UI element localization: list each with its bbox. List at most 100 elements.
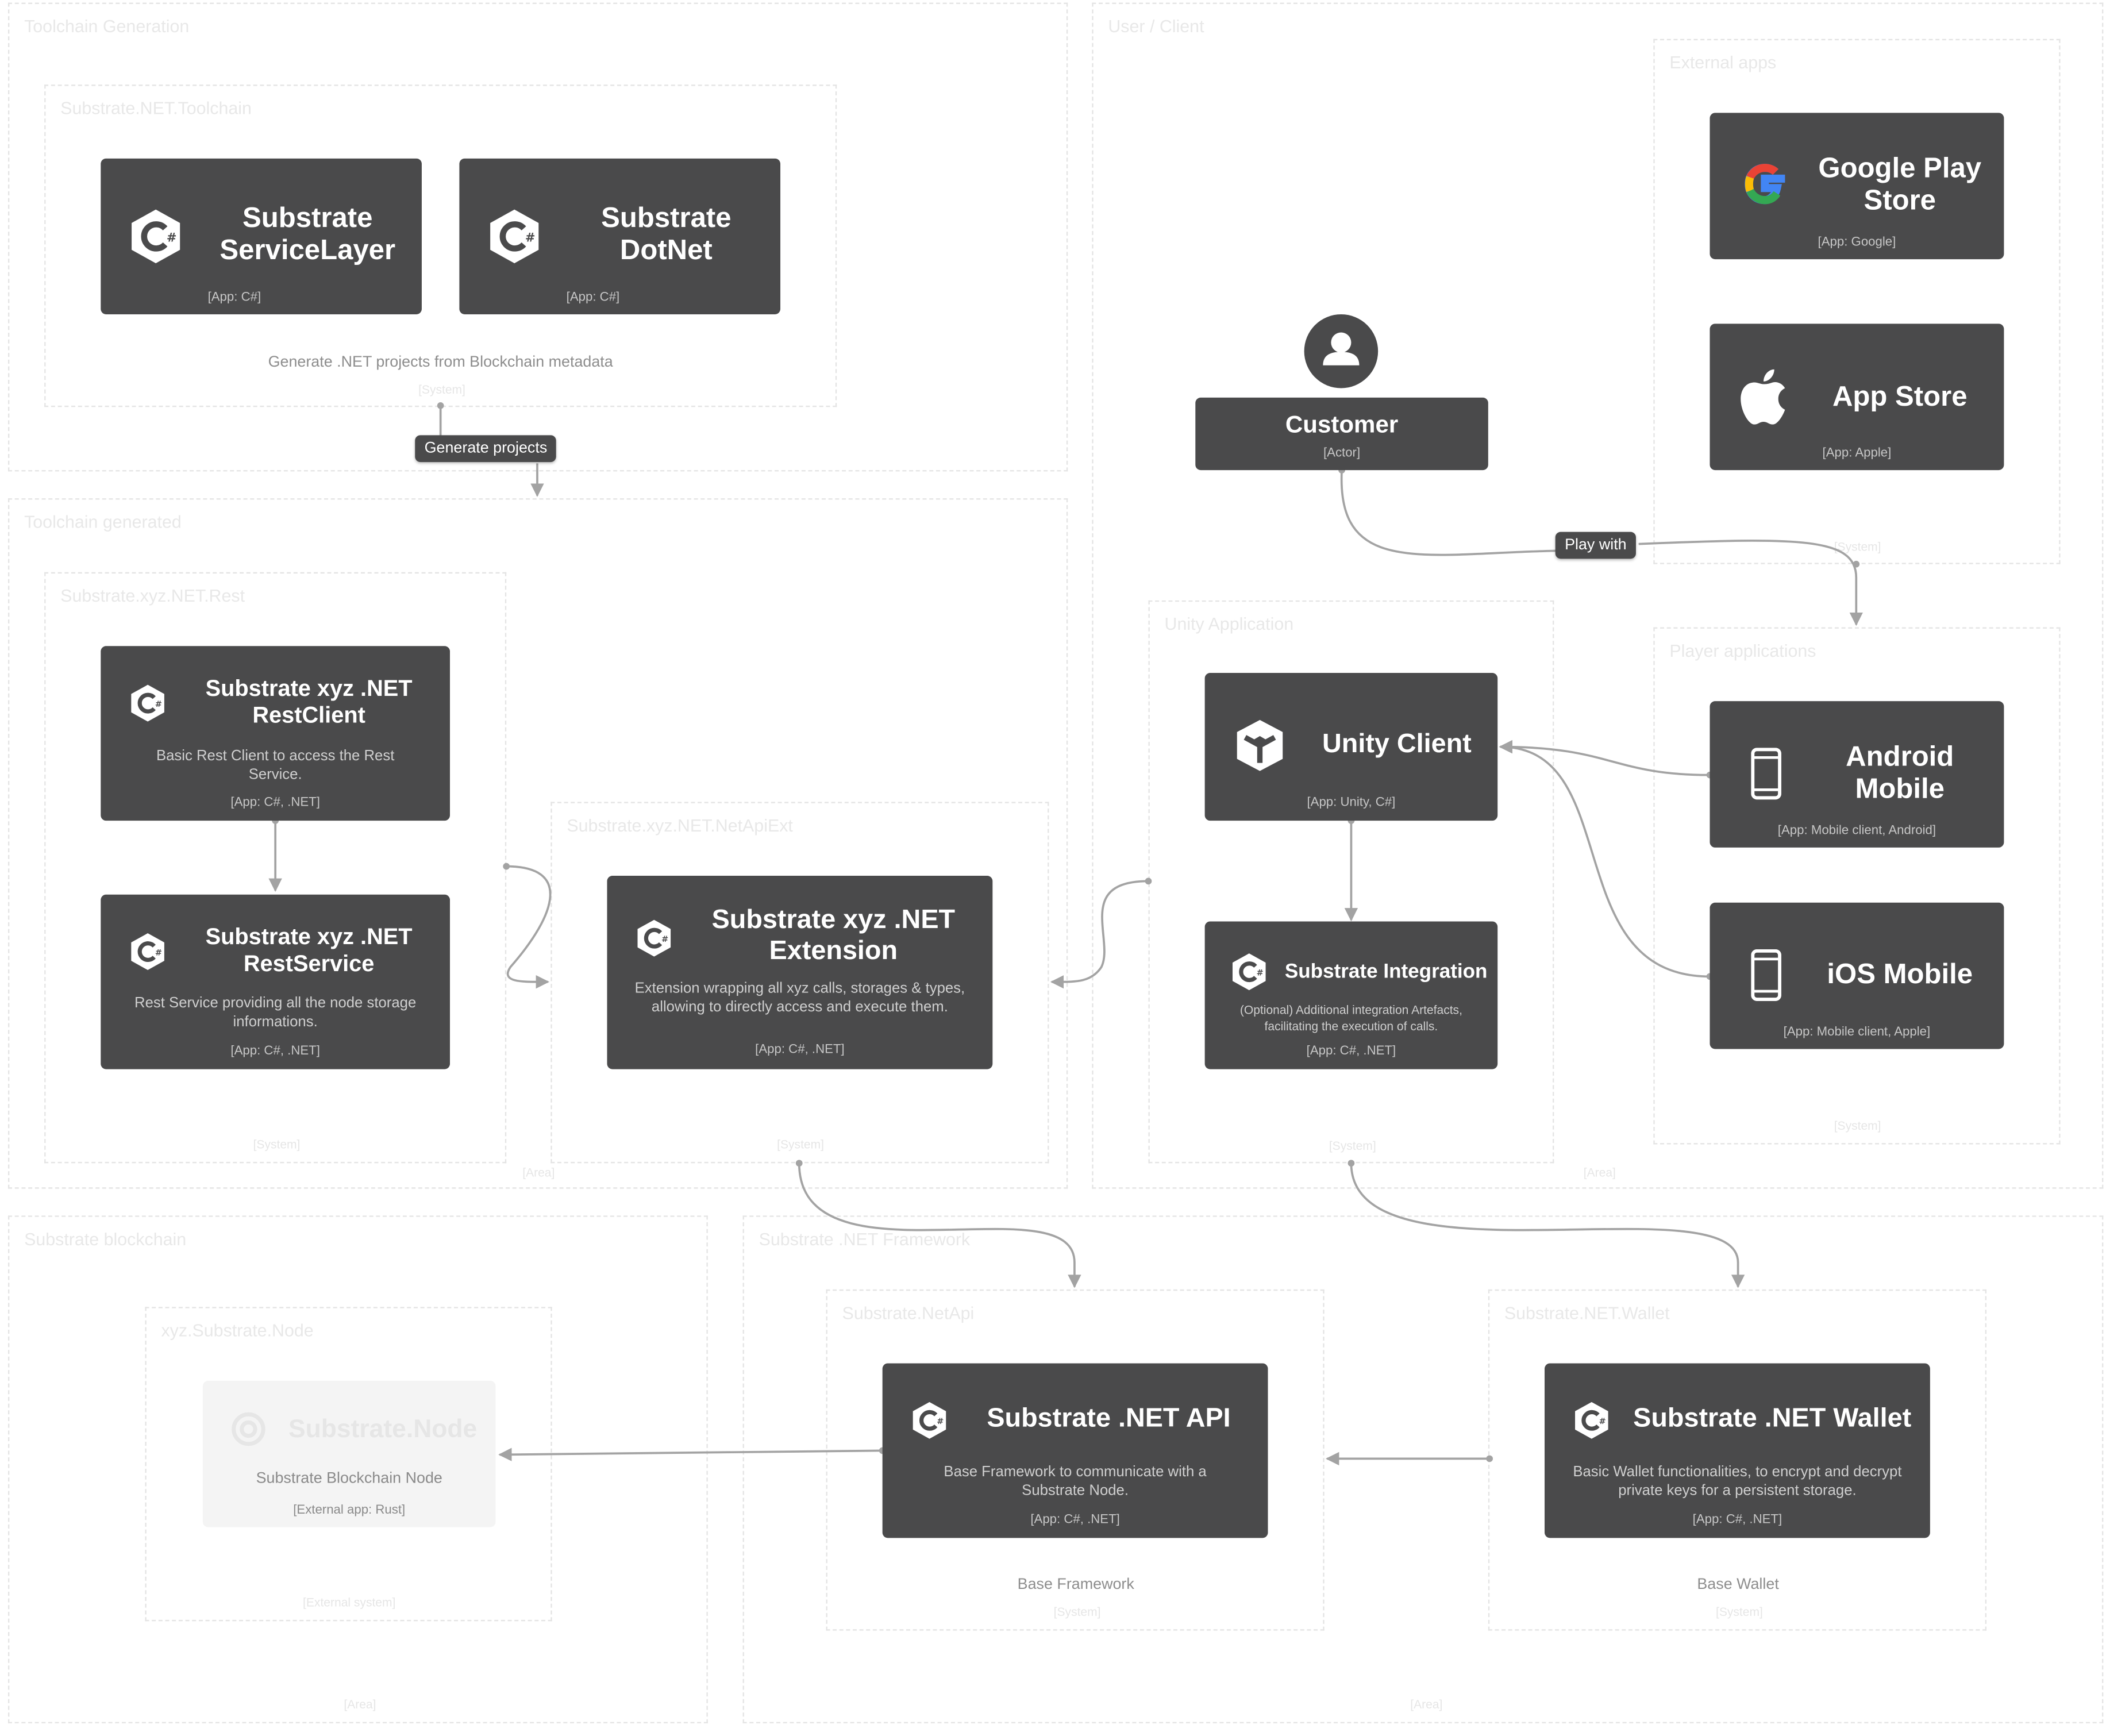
- connector-label-generate-projects: Generate projects: [415, 435, 557, 463]
- zone-substrate-netapi: Substrate.NetApi [System]: [826, 1289, 1325, 1631]
- csharp-icon: #: [490, 209, 539, 264]
- box-tech: [App: Mobile client, Apple]: [1783, 1025, 1931, 1040]
- title-line: Store: [1864, 185, 1936, 217]
- zone-type: [System]: [418, 383, 465, 397]
- toolchain-description: Generate .NET projects from Blockchain m…: [268, 355, 613, 371]
- box-title: Substrate Integration: [1284, 960, 1488, 983]
- zone-title: xyz.Substrate.Node: [161, 1320, 314, 1341]
- box-title: Substrate DotNet: [560, 203, 772, 268]
- user-icon: [1323, 332, 1360, 365]
- title-line: RestClient: [252, 702, 365, 727]
- box-tech: [Actor]: [1323, 446, 1361, 461]
- box-tech: [App: Unity, C#]: [1307, 795, 1396, 810]
- zone-type: [System]: [1329, 1139, 1376, 1153]
- title-line: Substrate: [601, 202, 731, 234]
- title-line: Substrate xyz .NET: [711, 905, 956, 935]
- box-description: (Optional) Additional integration Artefa…: [1239, 1003, 1462, 1033]
- box-title: App Store: [1832, 381, 1968, 413]
- zone-title: External apps: [1669, 52, 1777, 73]
- rust-icon: [232, 1412, 265, 1446]
- box-tech: [App: Mobile client, Android]: [1777, 823, 1936, 838]
- box-description: Base Framework to communicate with a Sub…: [944, 1464, 1207, 1500]
- box-title: Substrate xyz .NET RestService: [182, 924, 437, 976]
- svg-text:#: #: [937, 1417, 944, 1426]
- substrate-integration-box[interactable]: # Substrate Integration (Optional) Addit…: [1204, 921, 1498, 1069]
- box-tech: [App: C#, .NET]: [1692, 1512, 1782, 1527]
- zone-title: Unity Application: [1164, 614, 1294, 634]
- box-tech: [App: C#]: [566, 290, 620, 305]
- connector-label-play-with: Play with: [1555, 532, 1637, 559]
- title-line: Substrate: [242, 202, 373, 234]
- google-icon: [1745, 164, 1785, 205]
- zone-xyz-substrate-node: xyz.Substrate.Node [External system]: [145, 1307, 552, 1622]
- title-line: Mobile: [1855, 773, 1945, 805]
- svg-text:#: #: [1599, 1417, 1606, 1426]
- svg-text:#: #: [167, 230, 177, 245]
- title-line: DotNet: [619, 235, 713, 267]
- box-tech: [App: C#]: [207, 290, 261, 305]
- box-title: Substrate.Node: [288, 1415, 478, 1444]
- substrate-xyz-restclient-box[interactable]: # Substrate xyz .NET RestClient Basic Re…: [101, 646, 451, 821]
- substrate-dotnet-box[interactable]: # Substrate DotNet [App: C#]: [459, 158, 781, 314]
- zone-title: Substrate.xyz.NET.NetApiExt: [567, 815, 793, 836]
- box-description: Rest Service providing all the node stor…: [134, 995, 417, 1031]
- substrate-servicelayer-box[interactable]: # Substrate ServiceLayer [App: C#]: [101, 158, 422, 314]
- android-mobile-box[interactable]: Android Mobile [App: Mobile client, Andr…: [1710, 701, 2004, 848]
- box-description: Extension wrapping all xyz calls, storag…: [634, 980, 965, 1016]
- box-title: Customer: [1285, 411, 1399, 438]
- zone-title: Substrate.NET.Toolchain: [60, 98, 252, 118]
- customer-avatar: [1304, 314, 1379, 388]
- zone-title: User / Client: [1108, 16, 1204, 37]
- zone-type: [Area]: [522, 1165, 555, 1180]
- box-title: Substrate xyz .NET RestClient: [182, 676, 437, 728]
- svg-text:#: #: [155, 700, 162, 709]
- mobile-icon: [1751, 949, 1781, 1001]
- google-play-store-box[interactable]: Google Play Store [App: Google]: [1710, 113, 2004, 260]
- csharp-icon: #: [913, 1402, 946, 1439]
- box-title: Substrate ServiceLayer: [202, 203, 414, 268]
- box-description: Basic Wallet functionalities, to encrypt…: [1573, 1464, 1902, 1500]
- ios-mobile-box[interactable]: iOS Mobile [App: Mobile client, Apple]: [1710, 902, 2004, 1049]
- csharp-icon: #: [637, 919, 671, 957]
- substrate-net-api-box[interactable]: # Substrate .NET API Base Framework to c…: [882, 1363, 1268, 1538]
- connector-integration-to-wallet: [1350, 1163, 1745, 1288]
- box-title: iOS Mobile: [1827, 959, 1973, 990]
- unity-client-box[interactable]: Unity Client [App: Unity, C#]: [1204, 673, 1498, 821]
- box-title: Google Play Store: [1804, 153, 1996, 218]
- zone-xyz-net-rest: Substrate.xyz.NET.Rest [System]: [44, 572, 507, 1164]
- substrate-node-box[interactable]: Substrate.Node Substrate Blockchain Node…: [202, 1380, 496, 1527]
- zone-type: [System]: [1834, 1119, 1881, 1133]
- box-tech: [App: C#, .NET]: [755, 1042, 845, 1057]
- title-line: Substrate xyz .NET: [205, 675, 413, 702]
- zone-title: Toolchain generated: [24, 511, 182, 532]
- zone-title: Substrate.xyz.NET.Rest: [60, 586, 245, 606]
- unity-icon: [1237, 719, 1283, 771]
- zone-type: [System]: [1716, 1605, 1763, 1619]
- substrate-net-wallet-box[interactable]: # Substrate .NET Wallet Basic Wallet fun…: [1545, 1363, 1930, 1538]
- zone-type: [System]: [253, 1137, 301, 1152]
- wallet-description: Base Wallet: [1697, 1577, 1779, 1593]
- csharp-icon: #: [131, 684, 164, 722]
- netapi-description: Base Framework: [1017, 1577, 1134, 1593]
- zone-type: [Area]: [1583, 1165, 1616, 1180]
- zone-title: Substrate .NET Framework: [759, 1229, 971, 1249]
- box-title: Unity Client: [1322, 729, 1472, 759]
- substrate-xyz-extension-box[interactable]: # Substrate xyz .NET Extension Extension…: [607, 875, 993, 1069]
- title-line: Extension: [769, 936, 898, 966]
- zone-title: Substrate blockchain: [24, 1229, 187, 1249]
- substrate-xyz-restservice-box[interactable]: # Substrate xyz .NET RestService Rest Se…: [101, 894, 451, 1069]
- title-line: ServiceLayer: [220, 235, 396, 267]
- title-line: Android: [1846, 741, 1954, 773]
- box-tech: [App: C#, .NET]: [230, 795, 320, 810]
- app-store-box[interactable]: App Store [App: Apple]: [1710, 324, 2004, 471]
- svg-text:#: #: [1257, 969, 1264, 978]
- zone-type: [Area]: [344, 1697, 376, 1711]
- customer-box[interactable]: Customer [Actor]: [1195, 397, 1488, 471]
- box-title: Substrate .NET Wallet: [1633, 1403, 1912, 1434]
- box-tech: [External app: Rust]: [293, 1503, 406, 1518]
- box-description: Basic Rest Client to access the Rest Ser…: [156, 748, 395, 784]
- csharp-icon: #: [131, 933, 164, 971]
- box-title: Android Mobile: [1804, 741, 1996, 806]
